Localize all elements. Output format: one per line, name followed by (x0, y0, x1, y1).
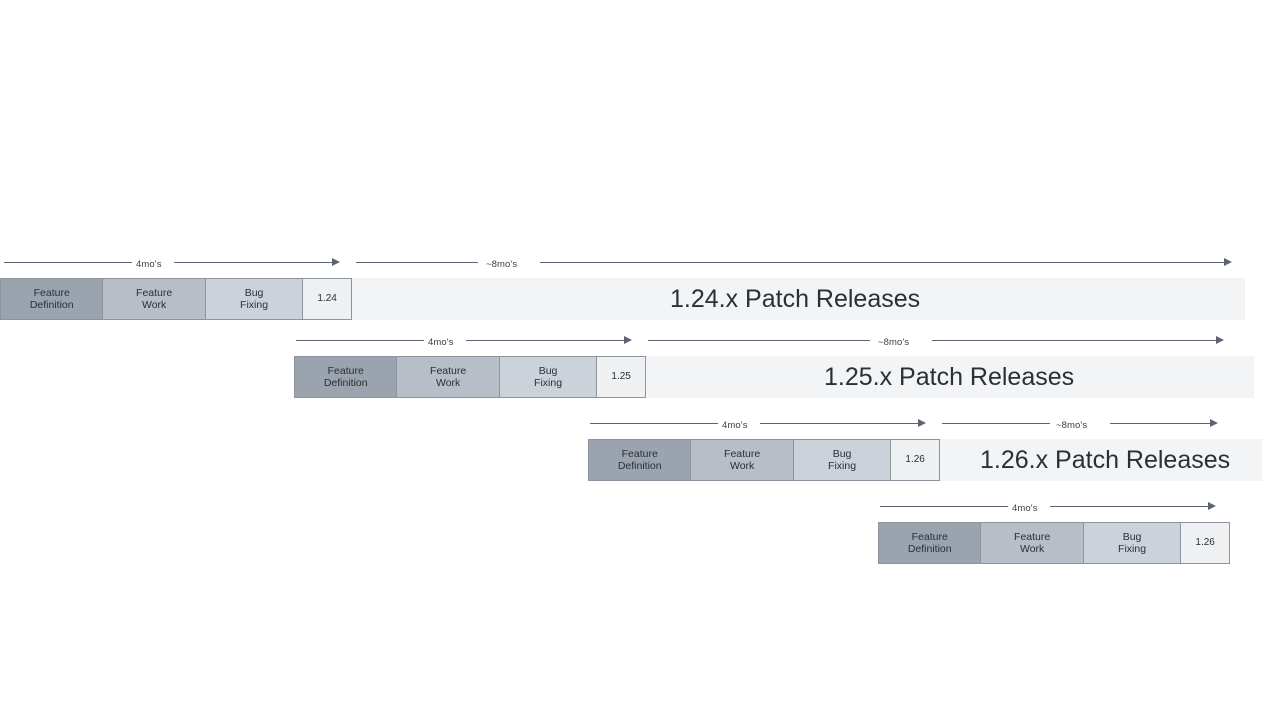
arrow-line-left (4, 262, 132, 263)
release-row-126: 4mo's ~8mo's 1.26.x Patch Releases Featu… (0, 413, 1280, 505)
phase-bug-fixing[interactable]: Bug Fixing (499, 357, 598, 397)
phase-version-box[interactable]: 1.25 (597, 357, 645, 397)
patch-duration-arrow-126: ~8mo's (942, 413, 1236, 435)
phase-bug-fixing[interactable]: Bug Fixing (1083, 523, 1182, 563)
arrow-line-left (296, 340, 424, 341)
phase-bug-fixing[interactable]: Bug Fixing (205, 279, 304, 319)
arrow-head-icon (1208, 502, 1216, 510)
release-row-127: 4mo's Feature Definition Feature Work Bu… (0, 496, 1280, 588)
phase-feature-definition[interactable]: Feature Definition (295, 357, 398, 397)
dev-duration-arrow-125: 4mo's (296, 330, 636, 352)
phase-strip-126: Feature Definition Feature Work Bug Fixi… (588, 439, 940, 481)
dev-duration-label: 4mo's (1012, 503, 1038, 514)
phase-bug-fixing[interactable]: Bug Fixing (793, 440, 892, 480)
patch-release-label: 1.25.x Patch Releases (824, 362, 1075, 391)
phase-feature-work[interactable]: Feature Work (103, 279, 206, 319)
arrow-line-left (590, 423, 718, 424)
phase-feature-definition[interactable]: Feature Definition (589, 440, 692, 480)
dev-duration-arrow-124: 4mo's (4, 252, 344, 274)
patch-release-label: 1.26.x Patch Releases (980, 445, 1231, 474)
arrow-line-left (942, 423, 1050, 424)
arrow-line-right (1110, 423, 1212, 424)
dev-duration-label: 4mo's (428, 337, 454, 348)
arrow-head-icon (332, 258, 340, 266)
dev-duration-arrow-126: 4mo's (590, 413, 930, 435)
phase-strip-124: Feature Definition Feature Work Bug Fixi… (0, 278, 352, 320)
dev-duration-arrow-127: 4mo's (880, 496, 1220, 518)
patch-duration-label: ~8mo's (486, 259, 518, 270)
phase-feature-work[interactable]: Feature Work (691, 440, 794, 480)
phase-strip-125: Feature Definition Feature Work Bug Fixi… (294, 356, 646, 398)
phase-version-box[interactable]: 1.26 (891, 440, 939, 480)
phase-feature-work[interactable]: Feature Work (981, 523, 1084, 563)
arrow-line-left (356, 262, 478, 263)
dev-duration-label: 4mo's (722, 420, 748, 431)
release-row-125: 4mo's ~8mo's 1.25.x Patch Releases Featu… (0, 330, 1280, 422)
patch-release-label: 1.24.x Patch Releases (670, 284, 921, 313)
arrow-line-right (466, 340, 626, 341)
arrow-head-icon (918, 419, 926, 427)
patch-duration-arrow-125: ~8mo's (648, 330, 1236, 352)
phase-feature-work[interactable]: Feature Work (397, 357, 500, 397)
arrow-line-right (1050, 506, 1210, 507)
patch-duration-label: ~8mo's (1056, 420, 1088, 431)
phase-feature-definition[interactable]: Feature Definition (879, 523, 982, 563)
dev-duration-label: 4mo's (136, 259, 162, 270)
release-row-124: 4mo's ~8mo's 1.24.x Patch Releases Featu… (0, 252, 1280, 344)
phase-feature-definition[interactable]: Feature Definition (1, 279, 104, 319)
arrow-head-icon (624, 336, 632, 344)
arrow-line-right (540, 262, 1226, 263)
arrow-head-icon (1216, 336, 1224, 344)
phase-version-box[interactable]: 1.24 (303, 279, 351, 319)
phase-strip-127: Feature Definition Feature Work Bug Fixi… (878, 522, 1230, 564)
arrow-line-right (174, 262, 334, 263)
arrow-head-icon (1224, 258, 1232, 266)
arrow-line-right (760, 423, 920, 424)
patch-duration-label: ~8mo's (878, 337, 910, 348)
arrow-line-left (880, 506, 1008, 507)
phase-version-box[interactable]: 1.26 (1181, 523, 1229, 563)
arrow-line-right (932, 340, 1218, 341)
arrow-line-left (648, 340, 870, 341)
arrow-head-icon (1210, 419, 1218, 427)
patch-duration-arrow-124: ~8mo's (356, 252, 1236, 274)
